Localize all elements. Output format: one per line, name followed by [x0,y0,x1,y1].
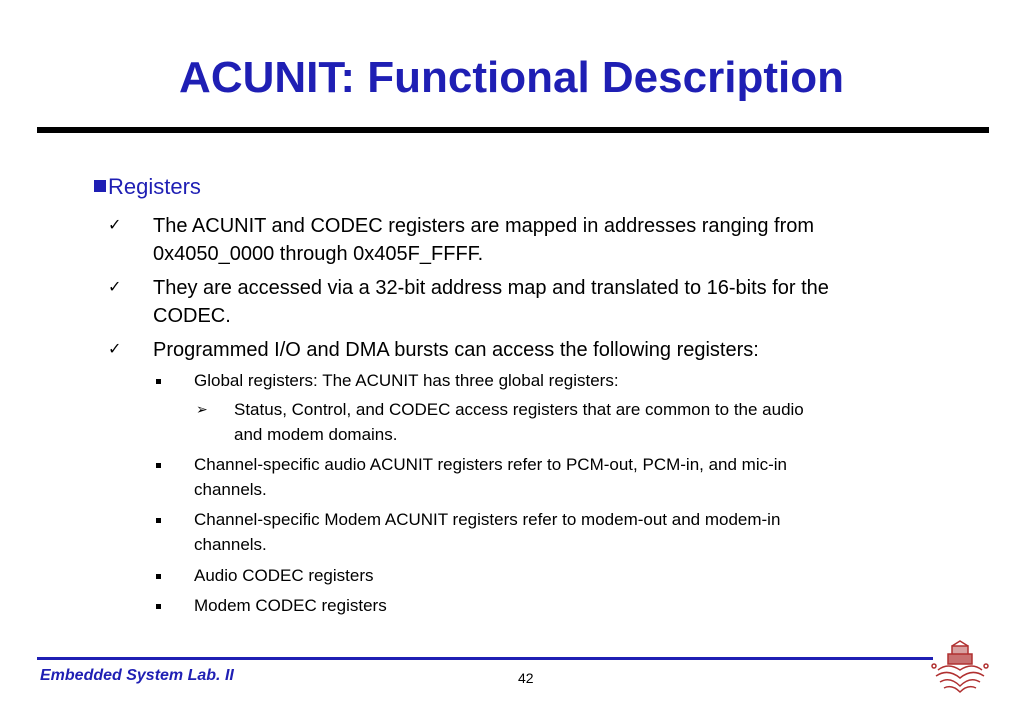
arrow-bullet-icon: ➢ [196,401,208,417]
check-item-3-line1: Programmed I/O and DMA bursts can access… [153,339,759,361]
small-square-bullet-icon [156,463,161,468]
check-item-2-line2: CODEC. [153,305,231,327]
arrow-item-line2: and modem domains. [234,425,398,444]
footer-divider [37,657,933,660]
sub-item-4-line1: Audio CODEC registers [194,566,374,585]
small-square-bullet-icon [156,379,161,384]
checkmark-icon: ✓ [108,341,122,358]
footer-course-name: Embedded System Lab. II [40,667,234,684]
sub-item-1-line1: Global registers: The ACUNIT has three g… [194,371,619,390]
check-item-2-line1: They are accessed via a 32-bit address m… [153,277,829,299]
checkmark-icon: ✓ [108,217,122,234]
sub-item-5-line1: Modem CODEC registers [194,596,387,615]
check-item-1-line1: The ACUNIT and CODEC registers are mappe… [153,215,815,237]
title-divider [37,127,989,133]
registers-heading: Registers [108,174,201,199]
page-number: 42 [518,670,534,686]
sub-item-2-line2: channels. [194,480,267,499]
slide-title: ACUNIT: Functional Description [179,53,844,102]
small-square-bullet-icon [156,604,161,609]
check-item-1-line2: 0x4050_0000 through 0x405F_FFFF. [153,243,484,265]
checkmark-icon: ✓ [108,279,122,296]
small-square-bullet-icon [156,518,161,523]
sub-item-3-line1: Channel-specific Modem ACUNIT registers … [194,510,781,529]
sub-item-2-line1: Channel-specific audio ACUNIT registers … [194,455,788,474]
square-bullet-icon [94,180,106,192]
university-crest-logo [931,640,989,694]
small-square-bullet-icon [156,574,161,579]
arrow-item-line1: Status, Control, and CODEC access regist… [234,400,804,419]
sub-item-3-line2: channels. [194,535,267,554]
